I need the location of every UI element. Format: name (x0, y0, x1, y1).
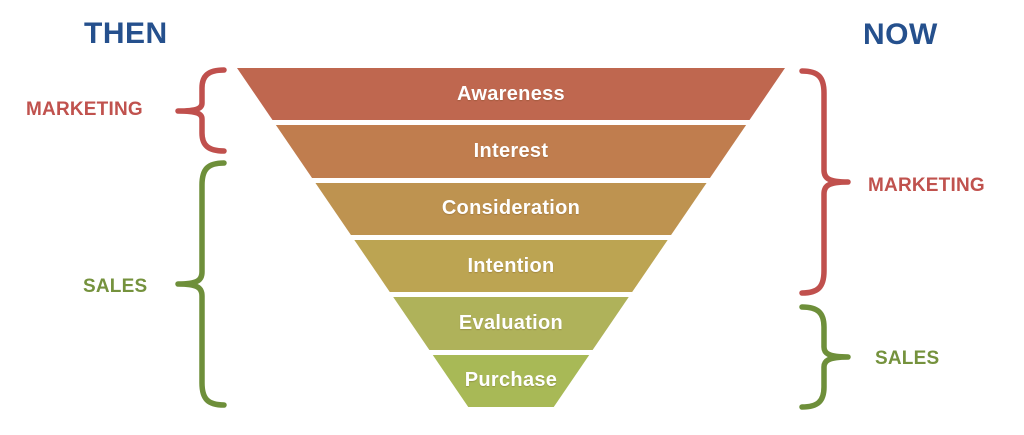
then-sales-brace-icon (175, 160, 227, 408)
funnel-stage-label: Intention (467, 254, 555, 277)
brace-path (799, 304, 851, 410)
then-marketing-brace-icon (175, 67, 227, 154)
label-sales-now: SALES (875, 348, 940, 369)
label-marketing-then: MARKETING (26, 99, 143, 120)
funnel-stage-label: Purchase (464, 369, 558, 392)
funnel-stage-awareness: Awareness (237, 68, 785, 121)
title-then: THEN (84, 17, 168, 50)
now-sales-brace-icon (799, 304, 851, 410)
funnel-stage-label: Consideration (441, 197, 581, 220)
funnel-stage-evaluation: Evaluation (237, 297, 785, 350)
funnel-stage-label: Interest (473, 139, 549, 162)
funnel-stage-intention: Intention (237, 239, 785, 293)
funnel-stage-label: Evaluation (458, 311, 564, 334)
label-marketing-now: MARKETING (868, 175, 985, 196)
funnel-stage-consideration: Consideration (237, 182, 785, 235)
funnel-stage-purchase: Purchase (237, 354, 785, 407)
title-now: NOW (863, 18, 938, 51)
label-sales-then: SALES (83, 276, 148, 297)
brace-path (799, 68, 851, 296)
funnel-stage-label: Awareness (457, 82, 565, 105)
funnel-stage-interest: Interest (237, 125, 785, 178)
now-marketing-brace-icon (799, 68, 851, 296)
brace-path (175, 67, 227, 154)
brace-path (175, 160, 227, 408)
